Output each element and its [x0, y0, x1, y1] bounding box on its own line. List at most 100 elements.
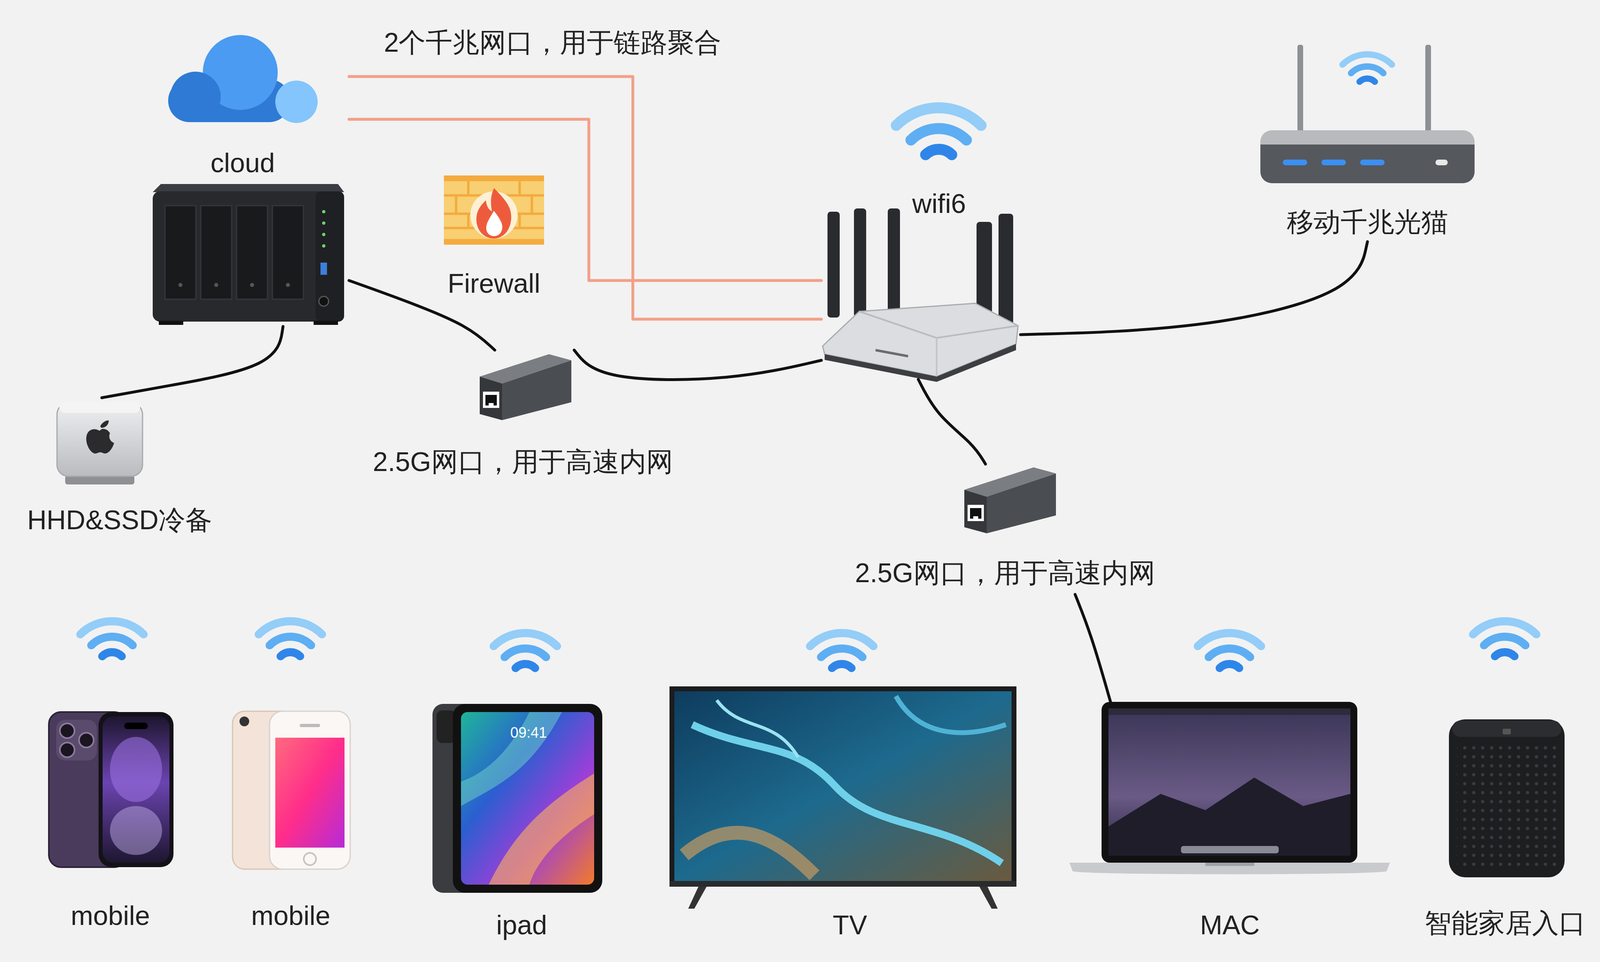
node-label: ipad — [496, 909, 548, 942]
node-label: wifi6 — [912, 187, 966, 220]
nas-box — [322, 244, 326, 248]
tv-set — [674, 691, 1012, 882]
router-body — [822, 303, 1019, 377]
smart-speaker — [1452, 720, 1562, 738]
tv-set — [684, 832, 815, 876]
nas-box — [200, 205, 232, 300]
laptop: MAC — [1065, 702, 1394, 947]
nas-box — [315, 191, 345, 322]
modem-body — [1260, 144, 1475, 161]
phone-pro — [102, 716, 170, 863]
tv-set — [895, 696, 1006, 734]
cloud-icon — [168, 35, 318, 123]
node-label: Firewall — [447, 267, 540, 300]
mac-mini — [59, 402, 141, 413]
router-body — [935, 337, 938, 377]
nas-box — [322, 210, 326, 214]
nas-box — [152, 184, 345, 193]
mac-mini — [100, 420, 109, 428]
firewall-icon — [476, 188, 512, 239]
node-label: MAC — [1200, 909, 1260, 942]
node-label: 2.5G网口，用于高速内网 — [854, 557, 1155, 590]
phone-pro — [124, 722, 148, 730]
firewall-icon — [443, 239, 545, 245]
wifi-symbol — [809, 633, 874, 669]
backup-drive: HHD&SSD冷备 — [22, 397, 218, 540]
tv-set — [669, 881, 1017, 887]
modem-body — [1282, 159, 1308, 166]
mac-mini — [57, 403, 143, 477]
network-cable — [574, 350, 822, 380]
tv-set — [669, 686, 1017, 909]
node-label: 智能家居入口 — [1424, 907, 1586, 940]
router-body — [859, 311, 1019, 338]
tablet-device — [432, 704, 603, 894]
cloud-icon — [170, 71, 221, 123]
mac-mini — [86, 429, 115, 454]
modem-body — [1297, 44, 1304, 133]
network-cable — [1020, 241, 1368, 335]
nas-box — [214, 283, 219, 288]
laptop-device — [1101, 702, 1358, 863]
node-label: 2.5G网口，用于高速内网 — [372, 445, 673, 479]
phone-pro — [48, 712, 174, 868]
network-cable — [1075, 594, 1111, 703]
nas-box — [236, 205, 268, 300]
nas-box — [285, 283, 290, 288]
modem-body — [1425, 44, 1432, 133]
modem-body — [1260, 144, 1475, 184]
firewall-icon — [443, 175, 545, 245]
network-cable — [918, 379, 986, 465]
tablet-device — [488, 773, 595, 885]
mac-mini — [57, 402, 143, 485]
screen-time: 09:41 — [510, 724, 547, 742]
phone-pro — [59, 723, 75, 739]
laptop-device — [1108, 708, 1351, 716]
network-cable — [101, 326, 284, 398]
node-label: HHD&SSD冷备 — [27, 504, 213, 537]
firewall-icon — [518, 213, 521, 229]
firewall-icon — [443, 175, 545, 245]
router-body — [853, 208, 867, 318]
phone-classic — [275, 737, 345, 848]
ethernet-dongle — [479, 354, 572, 421]
ethernet-dongle — [964, 467, 1056, 534]
laptop-device — [1205, 862, 1255, 867]
firewall-icon: Firewall — [435, 173, 553, 304]
nas-box — [320, 262, 328, 275]
television: TV — [665, 684, 1021, 946]
smart-speaker — [1502, 728, 1511, 735]
wifi-symbol — [258, 621, 323, 657]
node-label: cloud — [210, 147, 275, 180]
ethernet-adapter: 2.5G网口，用于高速内网 — [367, 350, 678, 482]
phone-classic — [232, 711, 351, 870]
laptop-device — [1108, 708, 1351, 856]
modem-body — [1360, 159, 1385, 166]
phone-pro — [98, 712, 174, 868]
wifi-symbol — [896, 107, 982, 155]
tv-set — [669, 686, 1017, 887]
router-body — [822, 208, 1019, 382]
node-label: TV — [832, 909, 867, 942]
router-body — [827, 211, 840, 318]
cloud-icon — [275, 80, 318, 123]
tv-set — [716, 700, 799, 758]
mobile-phone: mobile — [228, 708, 355, 937]
wifi-symbol — [493, 633, 558, 669]
wifi-symbol — [80, 621, 144, 657]
phone-classic — [269, 711, 351, 870]
nas-box — [318, 296, 329, 307]
nas-box — [250, 283, 255, 288]
router-body — [875, 350, 909, 357]
modem-body — [1435, 159, 1448, 166]
smart-speaker — [1457, 745, 1557, 868]
smart-speaker: 智能家居入口 — [1419, 716, 1591, 945]
phone-pro — [56, 719, 97, 761]
node-label: mobile — [251, 899, 331, 933]
router-body — [887, 208, 900, 318]
optical-modem: 移动千兆光猫 — [1260, 42, 1475, 242]
wifi-symbol — [1342, 54, 1392, 82]
nas-box — [152, 184, 345, 325]
